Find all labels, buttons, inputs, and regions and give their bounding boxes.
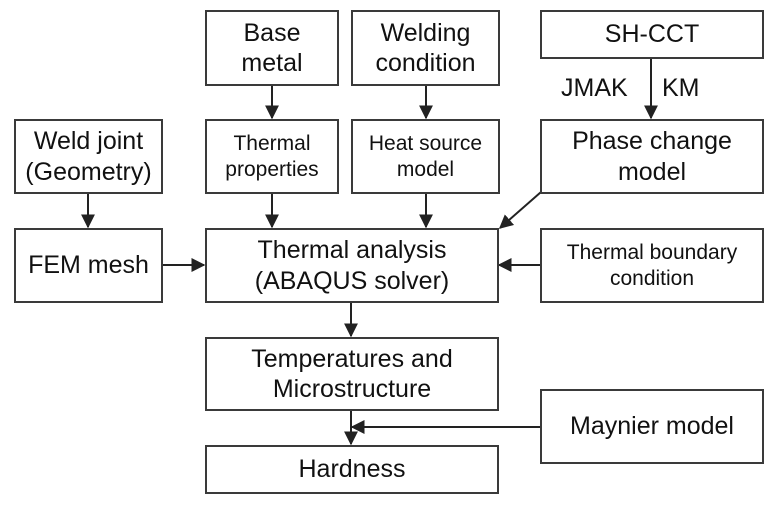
node-welding-condition-line-2: condition [375, 49, 476, 77]
node-heat-source-model: Heat source model [351, 119, 500, 194]
node-heat-source-model-line-1: Heat source [368, 131, 483, 155]
node-sh-cct: SH-CCT [540, 10, 764, 59]
node-thermal-properties: Thermal properties [205, 119, 339, 194]
node-maynier-model-line-1: Maynier model [570, 412, 734, 441]
node-base-metal-line-2: metal [241, 49, 303, 77]
node-base-metal-line-1: Base [243, 18, 301, 47]
node-temperatures-microstructure: Temperatures and Microstructure [205, 337, 499, 411]
node-thermal-properties-line-2: properties [225, 157, 319, 181]
node-heat-source-model-line-2: model [396, 157, 455, 181]
node-welding-condition: Welding condition [351, 10, 500, 86]
node-fem-mesh-line-1: FEM mesh [28, 251, 149, 280]
node-phase-change-model-line-1: Phase change [572, 127, 732, 155]
node-hardness-line-1: Hardness [298, 455, 406, 484]
node-thermal-properties-line-1: Thermal [233, 131, 311, 155]
node-temperatures-microstructure-line-1: Temperatures and [251, 344, 453, 373]
edge-label-km: KM [662, 74, 700, 102]
edge-phase-change-to-thermal-analysis [498, 191, 542, 229]
node-hardness: Hardness [205, 445, 499, 494]
node-sh-cct-line-1: SH-CCT [604, 20, 700, 49]
node-weld-joint: Weld joint (Geometry) [14, 119, 163, 194]
node-maynier-model: Maynier model [540, 389, 764, 464]
node-thermal-analysis-line-2: (ABAQUS solver) [254, 266, 450, 295]
node-phase-change-model-line-2: model [617, 157, 687, 186]
edge-label-jmak: JMAK [561, 74, 628, 102]
node-weld-joint-line-1: Weld joint [33, 127, 144, 155]
node-temperatures-microstructure-line-2: Microstructure [272, 375, 432, 403]
node-thermal-boundary-condition-line-1: Thermal boundary [566, 240, 738, 264]
node-phase-change-model: Phase change model [540, 119, 764, 194]
node-fem-mesh: FEM mesh [14, 228, 163, 303]
node-welding-condition-line-1: Welding [380, 18, 471, 47]
node-base-metal: Base metal [205, 10, 339, 86]
node-thermal-boundary-condition-line-2: condition [609, 266, 695, 290]
node-thermal-analysis: Thermal analysis (ABAQUS solver) [205, 228, 499, 303]
node-weld-joint-line-2: (Geometry) [25, 157, 152, 186]
node-thermal-analysis-line-1: Thermal analysis [257, 236, 447, 264]
node-thermal-boundary-condition: Thermal boundary condition [540, 228, 764, 303]
